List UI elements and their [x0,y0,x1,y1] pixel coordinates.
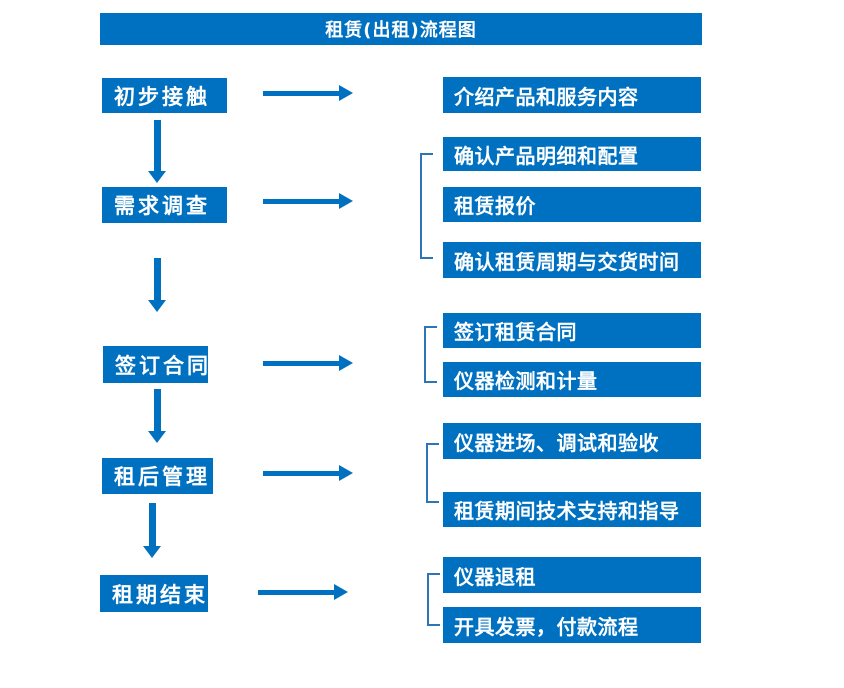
detail-box-instrument-arrival: 仪器进场、调试和验收 [443,423,701,459]
arrow-right-icon [263,465,353,481]
detail-box-instrument-return: 仪器退租 [443,557,701,593]
detail-box-introduce-products: 介绍产品和服务内容 [443,77,701,113]
arrow-right-icon [258,584,348,600]
bracket-connector [420,153,433,259]
arrow-down-icon [148,258,166,312]
detail-box-confirm-product-details: 确认产品明细和配置 [443,137,701,171]
bracket-connector [427,573,440,626]
arrow-right-icon [263,355,353,371]
arrow-down-icon [148,120,166,183]
bracket-connector [424,326,437,383]
arrow-right-icon [263,85,353,101]
detail-box-instrument-testing: 仪器检测和计量 [443,362,701,397]
detail-box-invoice-payment: 开具发票，付款流程 [443,607,701,643]
flowchart-title: 租赁(出租)流程图 [100,13,702,45]
stage-box-rental-end: 租期结束 [100,575,208,612]
arrow-down-icon [143,503,161,558]
detail-box-technical-support: 租赁期间技术支持和指导 [443,492,701,527]
arrow-down-icon [148,389,166,443]
stage-box-post-rental-management: 租后管理 [102,458,213,494]
stage-box-demand-survey: 需求调查 [102,187,227,223]
stage-box-initial-contact: 初步接触 [102,78,227,113]
detail-box-rental-quotation: 租赁报价 [443,187,701,222]
stage-box-sign-contract: 签订合同 [103,346,208,383]
arrow-right-icon [263,193,353,209]
detail-box-sign-rental-contract: 签订租赁合同 [443,313,701,348]
bracket-connector [426,443,439,503]
detail-box-confirm-rental-period: 确认租赁周期与交货时间 [443,242,701,278]
